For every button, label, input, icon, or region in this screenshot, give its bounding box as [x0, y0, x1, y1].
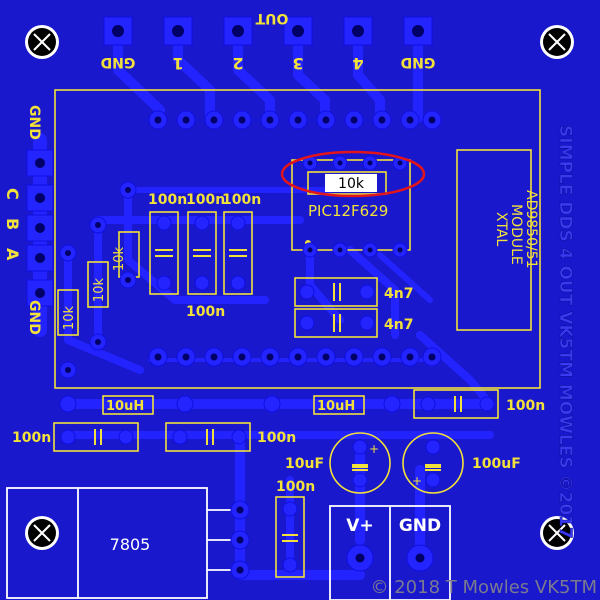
out-label-gnd-left: GND [101, 54, 136, 70]
cap-10uf-label: 10uF [285, 456, 324, 472]
resistor-label-2: 10k [92, 278, 107, 303]
footer-copyright: © 2018 T Mowles VK5TM [370, 577, 597, 598]
inductor-label-2: 10uH [317, 399, 355, 414]
out-header [103, 16, 433, 46]
out-label-1: 1 [172, 54, 183, 73]
mounting-holes [25, 25, 574, 550]
pin-header-bottom [148, 347, 442, 367]
cap-right-label: 100n [506, 398, 545, 414]
inductors [59, 395, 401, 415]
cap-reg-label: 100n [276, 479, 315, 495]
pin-header-top [148, 110, 442, 130]
ic-resistor-label: 10k [338, 176, 365, 192]
power-vplus-label: V+ [346, 516, 373, 536]
module-line3: XTAL [493, 212, 509, 246]
cap-label-row-1: 100n [148, 192, 187, 208]
cap-label-row-2: 100n [186, 192, 225, 208]
cap-reg-outline [275, 496, 305, 578]
ad9850-module-box [456, 149, 532, 331]
mount-hole-bottom-left [25, 516, 59, 550]
ic-part-label: PIC12F629 [308, 202, 388, 220]
cap-100uf-label: 100uF [472, 456, 521, 472]
left-label-gnd-bottom: GND [26, 300, 42, 335]
cap-lower-mid-outline [165, 422, 251, 452]
cap-right-outline [413, 389, 499, 419]
left-label-b: B [3, 218, 22, 230]
cap-label-row-3: 100n [222, 192, 261, 208]
svg-text:+: + [412, 474, 422, 488]
mount-hole-top-left [25, 25, 59, 59]
caps-4n7 [294, 277, 378, 338]
out-label-3: 3 [292, 54, 303, 73]
pic-ic: 10k PIC12F629 [291, 155, 411, 258]
vertical-board-text: SIMPLE DDS 4 OUT VK5TM MOWLES ©2017 [555, 125, 575, 539]
left-header [26, 149, 54, 307]
mount-hole-bottom-right [540, 516, 574, 550]
svg-text:+: + [369, 442, 379, 456]
resistor-label-1: 10k [112, 247, 127, 272]
out-label-2: 2 [232, 54, 243, 73]
cap-lower-left-label: 100n [12, 430, 51, 446]
cap-4n7-label-1: 4n7 [384, 286, 413, 302]
caps-100n-row [149, 211, 253, 295]
left-label-a: A [3, 248, 22, 261]
power-gnd-label: GND [399, 516, 441, 536]
cap-label-mid: 100n [186, 304, 225, 320]
module-line1: AD9850/51 [523, 190, 539, 269]
inductor-label-1: 10uH [106, 399, 144, 414]
electrolytic-caps: + + [329, 432, 464, 494]
module-line2: MODULE [508, 204, 524, 265]
resistors [57, 181, 140, 379]
mount-hole-top-right [540, 25, 574, 59]
cap-4n7-label-2: 4n7 [384, 317, 413, 333]
power-terminal [329, 505, 451, 600]
cap-lower-left-outline [53, 422, 139, 452]
resistor-label-3: 10k [62, 306, 77, 331]
cap-lower-mid-label: 100n [257, 430, 296, 446]
regulator-label: 7805 [110, 535, 151, 554]
out-label-gnd-right: GND [401, 54, 436, 70]
out-label-4: 4 [352, 54, 363, 73]
left-label-c: C [3, 188, 22, 200]
left-label-gnd-top: GND [26, 105, 42, 140]
highlight-ellipse [280, 150, 426, 198]
regulator-7805 [6, 487, 250, 599]
module-outline [54, 89, 541, 389]
out-title: OUT [255, 10, 288, 26]
